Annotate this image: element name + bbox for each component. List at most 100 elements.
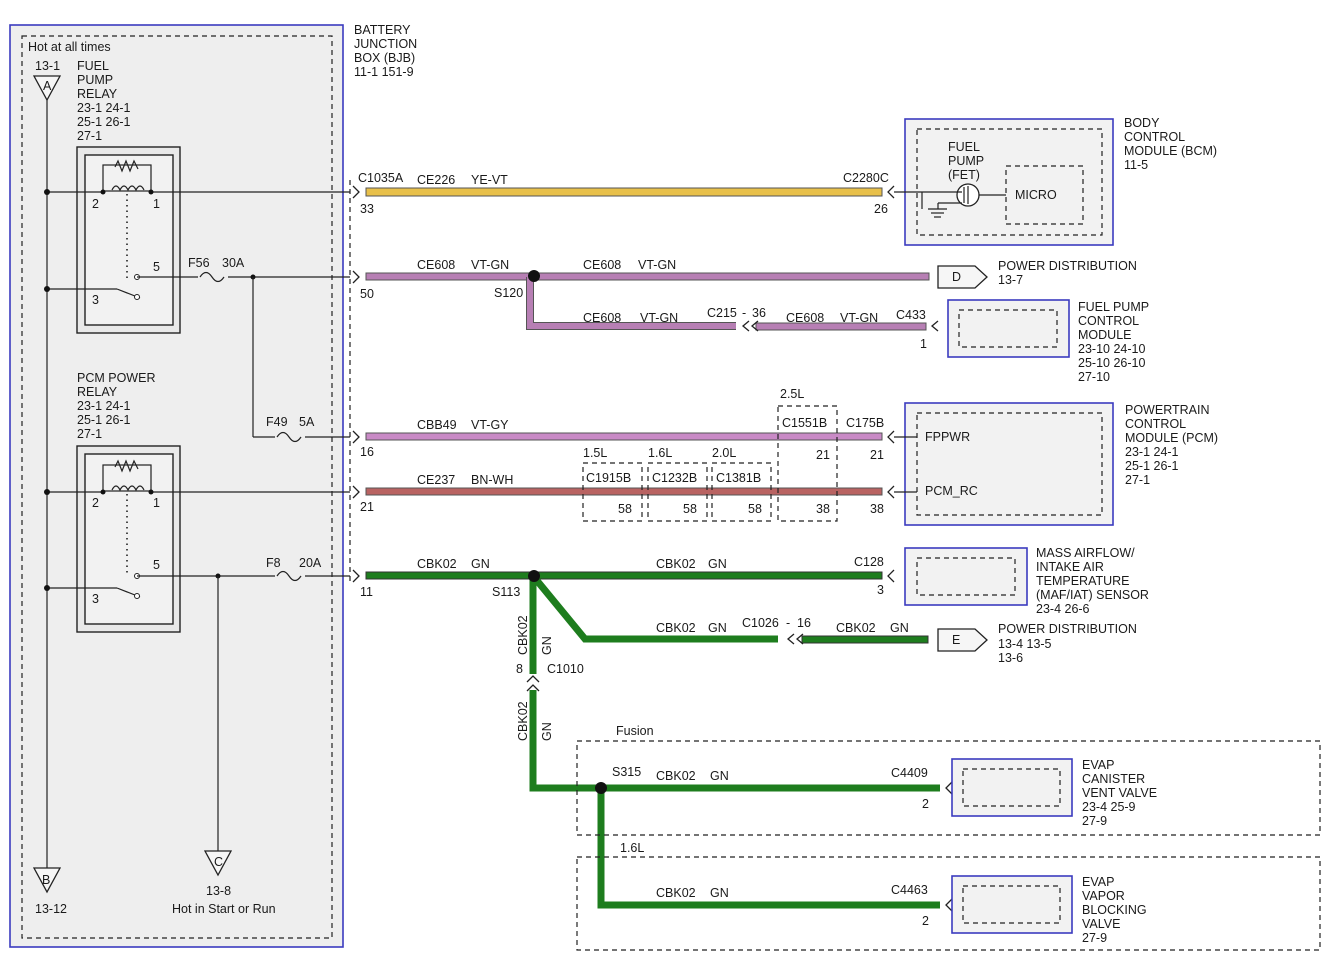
pcm-relay-l2: RELAY — [77, 385, 118, 399]
wire-ye-vt — [365, 187, 883, 197]
cbk02-label-1: CBK02 — [417, 557, 457, 571]
evap-vapor-blocking-valve: EVAP VAPOR BLOCKING VALVE 27-9 — [951, 875, 1147, 945]
pin-58-c1232b: 58 — [683, 502, 697, 516]
pcm-ref3: 27-1 — [1125, 473, 1150, 487]
gn-label-vert-1: GN — [540, 636, 554, 655]
node-b-letter: B — [42, 873, 50, 887]
evap-block-l1: EVAP — [1082, 875, 1114, 889]
fuse-f49-label: F49 — [266, 415, 288, 429]
maf-title-l3: TEMPERATURE — [1036, 574, 1130, 588]
pin-21-c1551b: 21 — [816, 448, 830, 462]
wire-gn-evap-block — [597, 788, 940, 909]
gn-label-2: GN — [708, 557, 727, 571]
circuit-cbb49: CBB49 VT-GY 16 — [352, 418, 895, 459]
vt-gn-label-1: VT-GN — [471, 258, 509, 272]
bn-wh-label: BN-WH — [471, 473, 513, 487]
vt-gn-label-3: VT-GN — [640, 311, 678, 325]
pin-26: 26 — [874, 202, 888, 216]
eng-25l: 2.5L — [780, 387, 804, 401]
vt-gn-label-2: VT-GN — [638, 258, 676, 272]
c1026-pin: 16 — [797, 616, 811, 630]
eng-16l: 1.6L — [648, 446, 672, 460]
gn-label-1: GN — [471, 557, 490, 571]
c1551b-label: C1551B — [782, 416, 827, 430]
c1026-dash: - — [786, 616, 790, 630]
fpcm-title-l2: CONTROL — [1078, 314, 1139, 328]
maf-title-l4: (MAF/IAT) SENSOR — [1036, 588, 1149, 602]
pin-21-c175b: 21 — [870, 448, 884, 462]
fpcm-ref1: 23-10 24-10 — [1078, 342, 1145, 356]
pcm-relay-ref2: 25-1 26-1 — [77, 413, 131, 427]
evap-vent-l2: CANISTER — [1082, 772, 1145, 786]
fuse-f56-label: F56 — [188, 256, 210, 270]
evap-vent-ref1: 23-4 25-9 — [1082, 800, 1136, 814]
wire-gn-main — [365, 571, 883, 580]
engine-option-connectors: 2.5L C1551B 21 38 C175B 21 38 1.5L C1915… — [582, 387, 884, 522]
ce237-label: CE237 — [417, 473, 455, 487]
pin-8: 8 — [516, 662, 523, 676]
vt-gy-label: VT-GY — [471, 418, 509, 432]
fuse-f49: F49 5A — [266, 415, 315, 443]
eng-15l: 1.5L — [583, 446, 607, 460]
s120-label: S120 — [494, 286, 523, 300]
gn-label-6: GN — [710, 886, 729, 900]
maf-title-l1: MASS AIRFLOW/ — [1036, 546, 1135, 560]
pin-38-c1551b: 38 — [816, 502, 830, 516]
evap-vent-l3: VENT VALVE — [1082, 786, 1157, 800]
ce608-label-4: CE608 — [786, 311, 824, 325]
pin-21: 21 — [360, 500, 374, 514]
pcm-rc-pin: PCM_RC — [925, 484, 978, 498]
engine-16l-region — [576, 856, 1321, 951]
ce608-label-1: CE608 — [417, 258, 455, 272]
connector-box-15l — [582, 462, 643, 522]
bcm-fet-l1: FUEL — [948, 140, 980, 154]
node-c-power-source: C 13-8 Hot in Start or Run — [172, 850, 276, 916]
splice-s315 — [595, 782, 607, 794]
fpr-pin5: 5 — [153, 260, 160, 274]
pin-2-evap-block: 2 — [922, 914, 929, 928]
pin-1-fpcm: 1 — [920, 337, 927, 351]
fusion-label: Fusion — [616, 724, 654, 738]
node-b-ref: 13-12 — [35, 902, 67, 916]
connector-box-25l — [777, 405, 838, 522]
bjb-title-line1: BATTERY — [354, 23, 411, 37]
evap-vent-ref2: 27-9 — [1082, 814, 1107, 828]
fuel-pump-relay-l2: PUMP — [77, 73, 113, 87]
fuse-f56-icon — [199, 271, 225, 283]
cbk02-label-6: CBK02 — [656, 886, 696, 900]
node-c-ref: 13-8 — [206, 884, 231, 898]
c1035a-label: C1035A — [358, 171, 404, 185]
c128-label: C128 — [854, 555, 884, 569]
gn-label-5: GN — [710, 769, 729, 783]
power-dist-e-connector-icon — [937, 628, 988, 652]
powertrain-control-module: FPPWR PCM_RC POWERTRAIN CONTROL MODULE (… — [894, 402, 1218, 526]
bcm-micro-label: MICRO — [1015, 188, 1057, 202]
fuse-f49-rating: 5A — [299, 415, 315, 429]
circuit-ce226: C1035A CE226 YE-VT C2280C 33 26 — [352, 171, 895, 216]
c1915b-label: C1915B — [586, 471, 631, 485]
power-dist-d-label: POWER DISTRIBUTION — [998, 259, 1137, 273]
cbk02-label-vert-2: CBK02 — [516, 701, 530, 741]
pcm-title-l3: MODULE (PCM) — [1125, 431, 1218, 445]
node-a-triangle-icon — [32, 75, 62, 102]
cbk02-label-4: CBK02 — [836, 621, 876, 635]
bjb-title-line3: BOX (BJB) — [354, 51, 415, 65]
pcm-relay-l1: PCM POWER — [77, 371, 155, 385]
evap-block-ref1: 27-9 — [1082, 931, 1107, 945]
wire-vt-gn-branch — [527, 277, 736, 329]
bjb-refs: 11-1 151-9 — [354, 65, 414, 79]
pcm-relay-pin5: 5 — [153, 558, 160, 572]
c4463-label: C4463 — [891, 883, 928, 897]
circuit-cbk02: CBK02 GN CBK02 GN C128 11 S113 3 CBK02 G… — [352, 555, 953, 928]
fuse-f8-icon — [276, 570, 302, 582]
node-a-ref: 13-1 — [35, 59, 60, 73]
power-dist-e-ref2: 13-6 — [998, 651, 1023, 665]
pin-11: 11 — [360, 585, 373, 599]
fpr-pin1: 1 — [153, 197, 160, 211]
fuel-pump-relay-l1: FUEL — [77, 59, 109, 73]
pcm-relay-ref1: 23-1 24-1 — [77, 399, 131, 413]
pin-38-c175b: 38 — [870, 502, 884, 516]
fusion-region — [576, 740, 1321, 836]
body-control-module: FUEL PUMP (FET) MICRO BODY CONTROL MODUL… — [894, 116, 1217, 246]
